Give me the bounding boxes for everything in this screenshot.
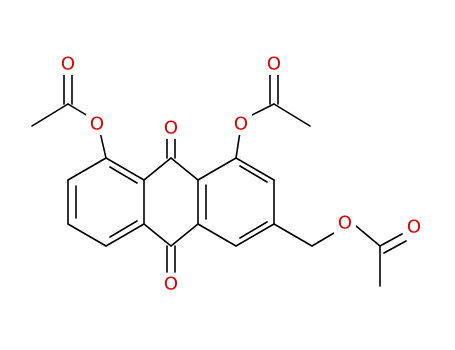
oxygen-atom-keto-left: O xyxy=(61,54,75,75)
oxygen-atom-ester-chain: O xyxy=(338,213,352,234)
central-quinone-ring xyxy=(143,157,199,247)
oxygen-atom-keto-chain: O xyxy=(407,217,421,238)
oxygen-atom-keto-right: O xyxy=(267,54,281,75)
right-benzene-ring xyxy=(197,157,275,247)
left-benzene-ring xyxy=(67,157,145,247)
carbonyl-bottom xyxy=(166,245,176,273)
acetoxymethyl-side-chain xyxy=(273,223,407,287)
left-acetoxy-group xyxy=(31,73,107,159)
oxygen-atom-carbonyl-top: O xyxy=(164,118,178,139)
oxygen-atom-carbonyl-bottom: O xyxy=(164,274,178,295)
oxygen-labels: O O O O O O O O xyxy=(57,53,425,295)
oxygen-atom-ester-left: O xyxy=(90,114,104,135)
carbonyl-top xyxy=(166,137,176,159)
oxygen-atom-ester-right: O xyxy=(234,114,248,135)
right-acetoxy-group xyxy=(235,73,311,159)
